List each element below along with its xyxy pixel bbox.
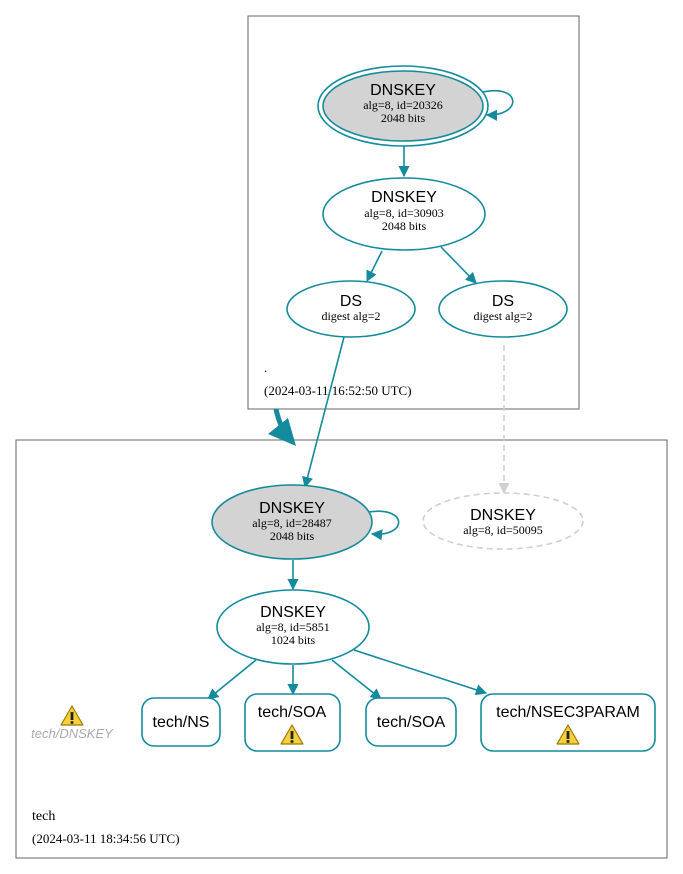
node-tech-ksk-line1: alg=8, id=28487 bbox=[252, 516, 332, 530]
node-root-ds2[interactable]: DS digest alg=2 bbox=[438, 280, 568, 338]
edge-ds1-tech-ksk bbox=[302, 336, 345, 489]
zone-tech-box bbox=[15, 439, 668, 859]
edge-root-zsk-ds2 bbox=[440, 246, 477, 284]
edge-zsk-soa bbox=[331, 659, 382, 700]
node-root-ds1[interactable]: DS digest alg=2 bbox=[286, 280, 416, 338]
node-root-ksk-title: DNSKEY bbox=[370, 82, 436, 99]
node-root-ds2-line1: digest alg=2 bbox=[473, 309, 532, 323]
node-tech-missing-line1: alg=8, id=50095 bbox=[463, 523, 543, 537]
delegation-arrowhead bbox=[268, 418, 296, 446]
rrset-tech-soa-label: tech/SOA bbox=[377, 714, 446, 731]
node-tech-ksk[interactable]: DNSKEY alg=8, id=28487 2048 bits bbox=[211, 484, 373, 560]
node-root-ds1-title: DS bbox=[340, 293, 362, 310]
node-root-ksk-line1: alg=8, id=20326 bbox=[363, 98, 443, 112]
node-tech-zsk-line1: alg=8, id=5851 bbox=[256, 620, 330, 634]
node-root-zsk[interactable]: DNSKEY alg=8, id=30903 2048 bits bbox=[322, 177, 486, 251]
rrset-tech-soa[interactable]: tech/SOA bbox=[365, 697, 457, 747]
node-tech-missing-title: DNSKEY bbox=[470, 507, 536, 524]
node-tech-ksk-title: DNSKEY bbox=[259, 500, 325, 517]
node-root-ds2-title: DS bbox=[492, 293, 514, 310]
warning-triangle-icon bbox=[60, 705, 84, 726]
zone-root-name: . bbox=[264, 360, 267, 375]
dnskey-warning-label: tech/DNSKEY bbox=[31, 726, 114, 741]
edge-root-zsk-ds1 bbox=[366, 250, 383, 283]
rrset-tech-soa-warning[interactable]: tech/SOA bbox=[244, 693, 341, 752]
node-root-zsk-line1: alg=8, id=30903 bbox=[364, 206, 444, 220]
dnskey-warning-node[interactable]: tech/DNSKEY bbox=[31, 705, 114, 741]
zone-root-box bbox=[247, 15, 580, 410]
node-tech-zsk-line2: 1024 bits bbox=[271, 633, 316, 647]
node-root-zsk-line2: 2048 bits bbox=[382, 219, 427, 233]
rrset-tech-nsec3param-label: tech/NSEC3PARAM bbox=[496, 704, 640, 721]
edge-zsk-nsec3param bbox=[353, 649, 488, 696]
rrset-tech-nsec3param[interactable]: tech/NSEC3PARAM bbox=[480, 693, 656, 752]
edge-tech-ksk-self bbox=[368, 510, 400, 541]
zone-root-timestamp: (2024-03-11 16:52:50 UTC) bbox=[264, 383, 412, 398]
rrset-tech-ns-label: tech/NS bbox=[153, 714, 210, 731]
node-tech-missing-dnskey[interactable]: DNSKEY alg=8, id=50095 bbox=[422, 492, 584, 550]
edge-root-ksk-self bbox=[482, 89, 514, 121]
rrset-tech-soa-warning-label: tech/SOA bbox=[258, 704, 327, 721]
edge-zsk-ns bbox=[207, 659, 257, 700]
zone-tech-timestamp: (2024-03-11 18:34:56 UTC) bbox=[32, 831, 180, 846]
node-root-ksk[interactable]: DNSKEY alg=8, id=20326 2048 bits bbox=[317, 65, 489, 147]
node-tech-zsk-title: DNSKEY bbox=[260, 604, 326, 621]
node-tech-ksk-line2: 2048 bits bbox=[270, 529, 315, 543]
node-root-ds1-line1: digest alg=2 bbox=[321, 309, 380, 323]
node-tech-zsk[interactable]: DNSKEY alg=8, id=5851 1024 bits bbox=[216, 589, 370, 665]
node-root-zsk-title: DNSKEY bbox=[371, 189, 437, 206]
node-root-ksk-line2: 2048 bits bbox=[381, 111, 426, 125]
rrset-tech-ns[interactable]: tech/NS bbox=[141, 697, 221, 747]
zone-tech-name: tech bbox=[32, 809, 55, 824]
